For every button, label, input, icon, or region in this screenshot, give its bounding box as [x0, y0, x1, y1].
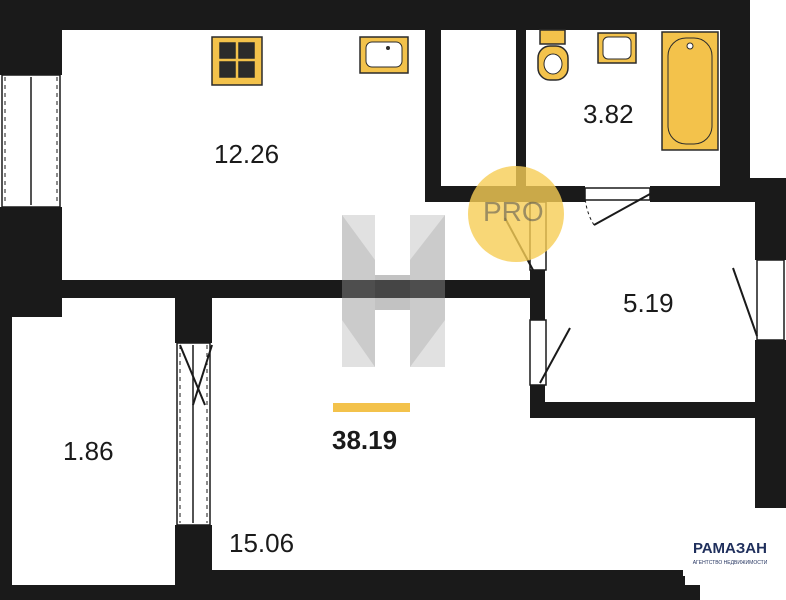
wall-balcony-right-a: [175, 298, 212, 343]
wall-right-top: [720, 0, 750, 200]
door-bathroom-arc: [584, 193, 595, 226]
wall-hall-left-a: [530, 270, 548, 320]
brand-tagline: АГЕНТСТВО НЕДВИЖИМОСТИ: [692, 560, 768, 566]
door-entry-leaf: [539, 327, 571, 384]
door-entry-frame: [529, 319, 547, 386]
balcony-floor: [12, 318, 175, 585]
wall-bottom-living: [175, 570, 685, 600]
bathroom-sink-icon: [597, 32, 637, 64]
wall-right-hall-b: [755, 340, 786, 410]
wall-kitchen-right: [425, 30, 441, 200]
door-bathroom-leaf: [593, 193, 651, 226]
bathtub-icon: [661, 31, 719, 151]
living-floor: [212, 298, 530, 570]
wall-top: [0, 0, 750, 30]
kitchen-sink-icon: [359, 36, 409, 74]
brand-logo: РАМАЗАН АГЕНТСТВО НЕДВИЖИМОСТИ: [683, 510, 777, 576]
hall-entry-floor: [545, 270, 555, 402]
door-hall-right-leaf: [732, 267, 758, 337]
door-balcony-leaf-b: [179, 344, 206, 406]
brand-name: РАМАЗАН: [693, 540, 767, 557]
windows: [1, 74, 785, 526]
fixtures: [211, 29, 719, 151]
watermark-h-icon: [342, 215, 445, 367]
living-area-label: 15.06: [229, 528, 295, 558]
toilet-icon: [537, 29, 569, 81]
door-balcony-leaf: [192, 344, 213, 406]
hall-floor: [548, 202, 755, 402]
kitchen-area-label: 12.26: [214, 139, 280, 169]
door-bathroom-frame: [584, 187, 651, 201]
wall-right-lower: [755, 400, 786, 508]
wall-storage-right: [516, 30, 526, 200]
wall-left-lower: [0, 298, 12, 600]
storage-floor: [441, 30, 516, 186]
hall-area-label: 5.19: [623, 288, 674, 318]
wall-kitchen-bottom: [0, 280, 545, 298]
window-hall-right: [756, 259, 785, 341]
pro-watermark-text: PRO: [483, 196, 544, 227]
wall-left-top: [0, 0, 62, 75]
total-accent-bar: [333, 403, 410, 412]
stove-icon: [211, 36, 263, 86]
total-area-label: 38.19: [332, 425, 398, 455]
balcony-area-label: 1.86: [63, 436, 114, 466]
bathroom-area-label: 3.82: [583, 99, 634, 129]
wall-hall-bottom: [530, 402, 756, 418]
pro-badge-circle: [468, 166, 564, 262]
wall-right-hall-a: [755, 178, 786, 260]
